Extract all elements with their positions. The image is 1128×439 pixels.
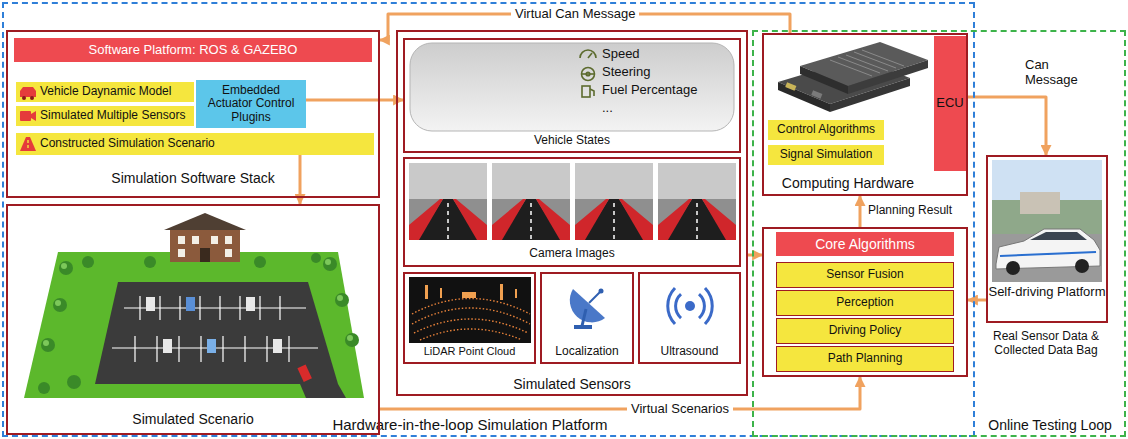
box-label: Ultrasound (640, 345, 739, 359)
algorithm-box: Control Algorithms (768, 120, 884, 140)
box-label: Computing Hardware (764, 175, 932, 191)
loop-region: Online Testing Loop Self-driving Platform (752, 30, 1126, 437)
sensor-box: LiDAR Point Cloud (403, 272, 536, 364)
box-label: Sensor Fusion (777, 268, 953, 282)
sensors-box: Simulated Sensors Vehicle States SpeedStee… (396, 30, 748, 396)
sensor-box: Ultrasound (638, 272, 741, 364)
camera-images (409, 163, 736, 240)
algorithm-box: Signal Simulation (768, 145, 884, 165)
connector-arrow (380, 377, 860, 409)
module-bar: Constructed Simulation Scenario (16, 133, 374, 155)
box-label: Embedded Actuator Control Plugins (199, 84, 303, 125)
core-box: Core AlgorithmsSensor FusionPerceptionDr… (762, 227, 968, 377)
box-label: Vehicle Daynamic Model (40, 85, 192, 99)
box-label: Hardware-in-the-loop Simulation Platform (270, 416, 670, 433)
connector-arrow (306, 99, 403, 102)
box-label: Constructed Simulation Scenario (40, 137, 370, 151)
box-label: Simulation Software Stack (8, 170, 378, 186)
dashboard-illustration (410, 43, 734, 131)
module-bar: Vehicle Daynamic Model (16, 82, 194, 102)
connector-arrow (968, 299, 986, 302)
connector-arrow (748, 254, 762, 257)
ecu-bar: ECU (934, 36, 966, 171)
box-label: Self-driving Platform (988, 285, 1106, 300)
computing-board (778, 42, 928, 112)
box-label: ECU (934, 96, 966, 111)
ultrasound-icon (668, 288, 712, 324)
box-label: Control Algorithms (768, 123, 884, 137)
edge-label: Virtual Can Message (511, 7, 639, 22)
box-label: Online Testing Loop (980, 417, 1120, 433)
box-label: Speed (602, 47, 730, 62)
sensor-box: Localization (540, 272, 634, 364)
box-label: Perception (777, 296, 953, 310)
dashboard-panel: SpeedSteeringFuel Percentage... (410, 43, 734, 131)
edge-label: Planning Result (868, 204, 952, 218)
box-label: Simulated Sensors (398, 376, 746, 392)
vehicle-photo (992, 160, 1102, 282)
lidar-image (409, 277, 531, 343)
algorithm-box: Sensor Fusion (776, 262, 954, 288)
algorithm-box: Path Planning (776, 346, 954, 372)
module-fill (16, 82, 374, 155)
hardware-box: Computing Hardware ECU Control AlgorithmsS… (762, 33, 968, 196)
platform-bar: Software Platform: ROS & GAZEBO (14, 38, 372, 62)
platform-region: Hardware-in-the-loop Simulation Platform… (2, 2, 975, 437)
localization-icon (570, 289, 605, 330)
edge-label: Real Sensor Data & Collected Data Bag (980, 330, 1112, 358)
module-icons (20, 87, 36, 151)
box-label: Driving Policy (777, 324, 953, 338)
algorithm-box: Driving Policy (776, 318, 954, 344)
algorithm-box: Perception (776, 290, 954, 316)
box-label: Signal Simulation (768, 148, 884, 162)
box-label: Simulated Scenario (8, 411, 378, 427)
box-label: Path Planning (777, 352, 953, 366)
box-label: Simulated Multiple Sensors (40, 109, 192, 123)
box-label: LiDAR Point Cloud (405, 345, 534, 358)
box-label: Camera Images (405, 247, 739, 261)
box-label: Core Algorithms (776, 232, 954, 256)
scenario-box: Simulated Scenario (6, 204, 380, 435)
box-label: Steering (602, 65, 730, 80)
parking-scene (24, 213, 364, 398)
states-box: Vehicle States SpeedSteeringFuel Percenta… (403, 38, 741, 153)
stack-box: Simulation Software Stack Software Platfo… (6, 30, 380, 198)
connector-arrow (966, 97, 1046, 155)
box-label: Localization (542, 345, 632, 359)
box-label: Vehicle States (405, 134, 739, 148)
images-box: Camera Images (403, 157, 741, 267)
box-label: ... (602, 101, 730, 116)
edge-label: Can Message (1025, 58, 1087, 88)
box-label: Software Platform: ROS & GAZEBO (14, 43, 372, 58)
module-bar: Simulated Multiple Sensors (16, 106, 194, 126)
edge-label: Virtual Scenarios (627, 402, 733, 417)
vehicle-box: Self-driving Platform (986, 155, 1108, 323)
connector-arrow (859, 196, 862, 227)
box-label: Fuel Percentage (602, 83, 730, 98)
plugin-box: Embedded Actuator Control Plugins (196, 80, 306, 128)
